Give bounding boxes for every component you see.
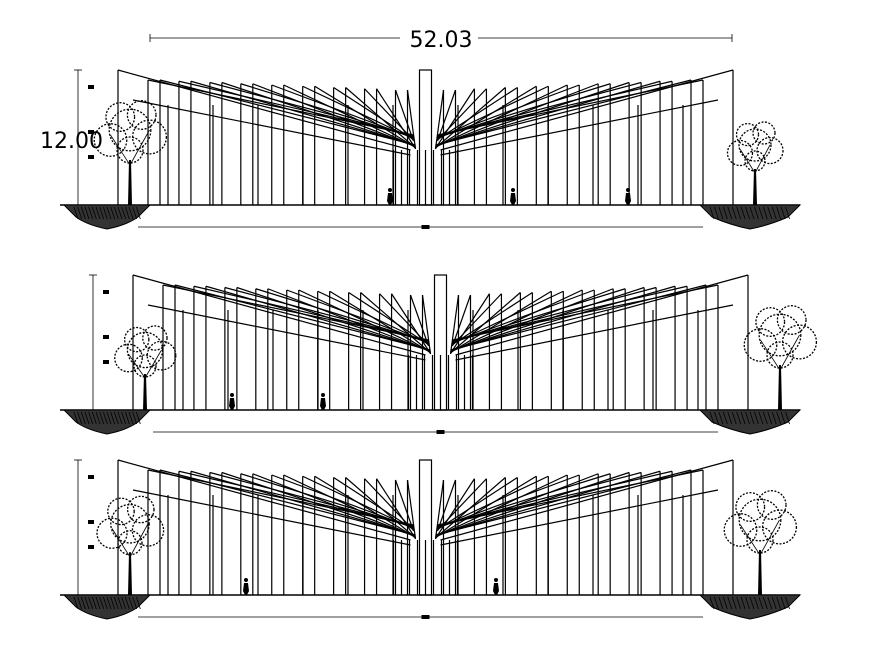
tree-icon	[93, 100, 168, 205]
dimension-marker	[421, 615, 430, 619]
ground-section	[698, 594, 802, 620]
level-marker	[88, 155, 94, 159]
person-figure	[243, 578, 249, 595]
person-figure	[493, 578, 499, 595]
level-marker	[88, 520, 94, 524]
central-tower	[433, 274, 448, 411]
tree-icon	[723, 490, 798, 595]
elevation-1	[60, 69, 802, 230]
level-marker	[103, 335, 109, 339]
structure-frames	[117, 69, 734, 205]
tree-icon	[114, 325, 177, 410]
ground-section	[62, 594, 152, 620]
width-dimension-label: 52.03	[410, 28, 473, 53]
ground-section	[62, 409, 152, 435]
structure-frames	[117, 459, 734, 595]
level-marker	[88, 475, 94, 479]
level-marker	[103, 360, 109, 364]
dimension-marker	[436, 430, 445, 434]
tree-icon	[743, 305, 818, 410]
elevation-3	[60, 459, 802, 620]
central-tower	[418, 69, 433, 206]
level-marker	[88, 545, 94, 549]
central-column	[392, 69, 459, 206]
tree-icon	[726, 121, 784, 205]
person-figure	[387, 188, 393, 205]
central-tower	[418, 459, 433, 596]
level-marker	[103, 290, 109, 294]
tree-icon	[96, 495, 165, 595]
central-column	[407, 274, 474, 411]
person-figure	[510, 188, 516, 205]
person-figure	[229, 393, 235, 410]
person-figure	[625, 188, 631, 205]
central-column	[392, 459, 459, 596]
dimension-marker	[421, 225, 430, 229]
elevation-2	[60, 274, 818, 435]
ground-section	[698, 204, 802, 230]
width-dimension: 52.03	[149, 28, 733, 53]
level-marker	[88, 130, 94, 134]
ground-section	[698, 409, 802, 435]
ground-section	[62, 204, 152, 230]
level-marker	[88, 85, 94, 89]
structure-frames	[132, 274, 749, 410]
person-figure	[320, 393, 326, 410]
